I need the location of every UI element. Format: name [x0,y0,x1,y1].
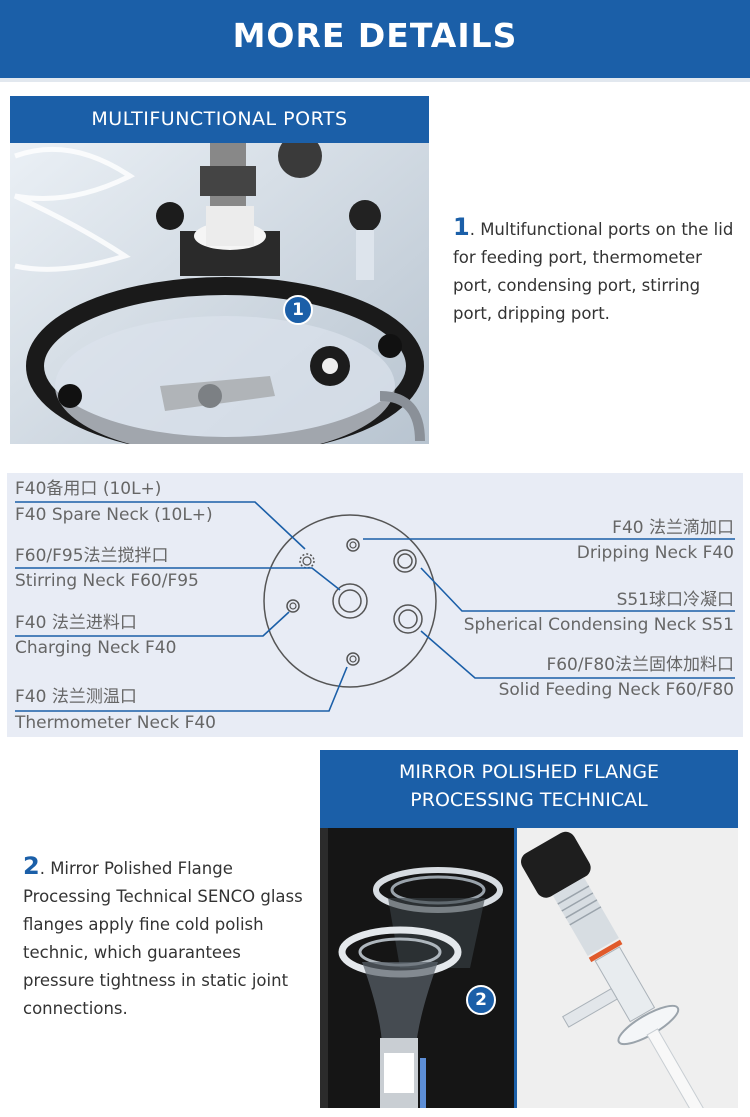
section-label-multifunctional-ports: MULTIFUNCTIONAL PORTS [10,96,429,143]
reactor-lid-illustration [10,96,429,444]
leader-stirring [15,567,341,591]
condenser-joint-photo [517,828,738,1108]
charging-neck-inner [289,602,297,610]
thermometer-neck-inner [349,655,357,663]
spare-neck-inner [302,556,312,566]
section2-number: 2 [23,852,40,880]
spare-neck-outer [299,553,315,569]
header-banner: MORE DETAILS [0,0,750,82]
leader-solid [420,630,735,679]
label-dripping-en: Dripping Neck F40 [576,543,734,563]
dripping-neck-outer [346,538,360,552]
label-charging-cn: F40 法兰进料口 [15,613,137,633]
lid-schematic [15,501,735,712]
section-label-mirror-polished: MIRROR POLISHED FLANGE PROCESSING TECHNI… [320,758,738,826]
section1-description: 1. Multifunctional ports on the lid for … [453,213,743,328]
condenser-joint-illustration [517,828,738,1108]
label-solid-en: Solid Feeding Neck F60/F80 [498,680,734,700]
label-stirring-cn: F60/F95法兰搅拌口 [15,546,169,566]
section2-description: 2. Mirror Polished Flange Processing Tec… [23,852,313,1023]
section1-number: 1 [453,213,470,241]
leader-spare [15,501,306,550]
label-dripping-cn: F40 法兰滴加口 [612,518,734,538]
label-thermometer-en: Thermometer Neck F40 [15,713,216,733]
leader-charging [15,611,290,637]
section1-text: . Multifunctional ports on the lid for f… [453,220,734,323]
glass-flange-illustration [320,828,514,1108]
section2-label-line2: PROCESSING TECHNICAL [410,789,648,811]
thermometer-neck-outer [346,652,360,666]
stirring-neck-outer [332,583,368,619]
solid-feeding-neck-inner [398,609,418,629]
label-stirring-en: Stirring Neck F60/F95 [15,571,199,591]
label-solid-cn: F60/F80法兰固体加料口 [546,655,734,675]
label-spare-cn: F40备用口 (10L+) [15,479,162,499]
lid-outline [263,514,437,688]
solid-feeding-neck-outer [393,604,423,634]
section2-label-line1: MIRROR POLISHED FLANGE [398,761,660,783]
charging-neck-outer [286,599,300,613]
dripping-neck-inner [349,541,357,549]
leader-condensing [420,567,735,612]
stirring-neck-inner [338,589,362,613]
label-charging-en: Charging Neck F40 [15,638,177,658]
reactor-lid-photo [10,96,429,444]
port-layout-diagram: F40备用口 (10L+) F40 Spare Neck (10L+) F60/… [7,473,743,737]
label-thermometer-cn: F40 法兰测温口 [15,687,137,707]
condensing-neck-outer [393,549,417,573]
callout-badge-2: 2 [466,985,496,1015]
glass-flange-photo [320,828,514,1108]
label-condensing-cn: S51球口冷凝口 [616,590,734,610]
leader-thermometer [15,666,348,712]
page-title: MORE DETAILS [232,16,518,55]
label-spare-en: F40 Spare Neck (10L+) [15,505,213,525]
condensing-neck-inner [397,553,413,569]
section2-text: . Mirror Polished Flange Processing Tech… [23,859,303,1018]
label-condensing-en: Spherical Condensing Neck S51 [463,615,734,635]
callout-badge-1: 1 [283,295,313,325]
